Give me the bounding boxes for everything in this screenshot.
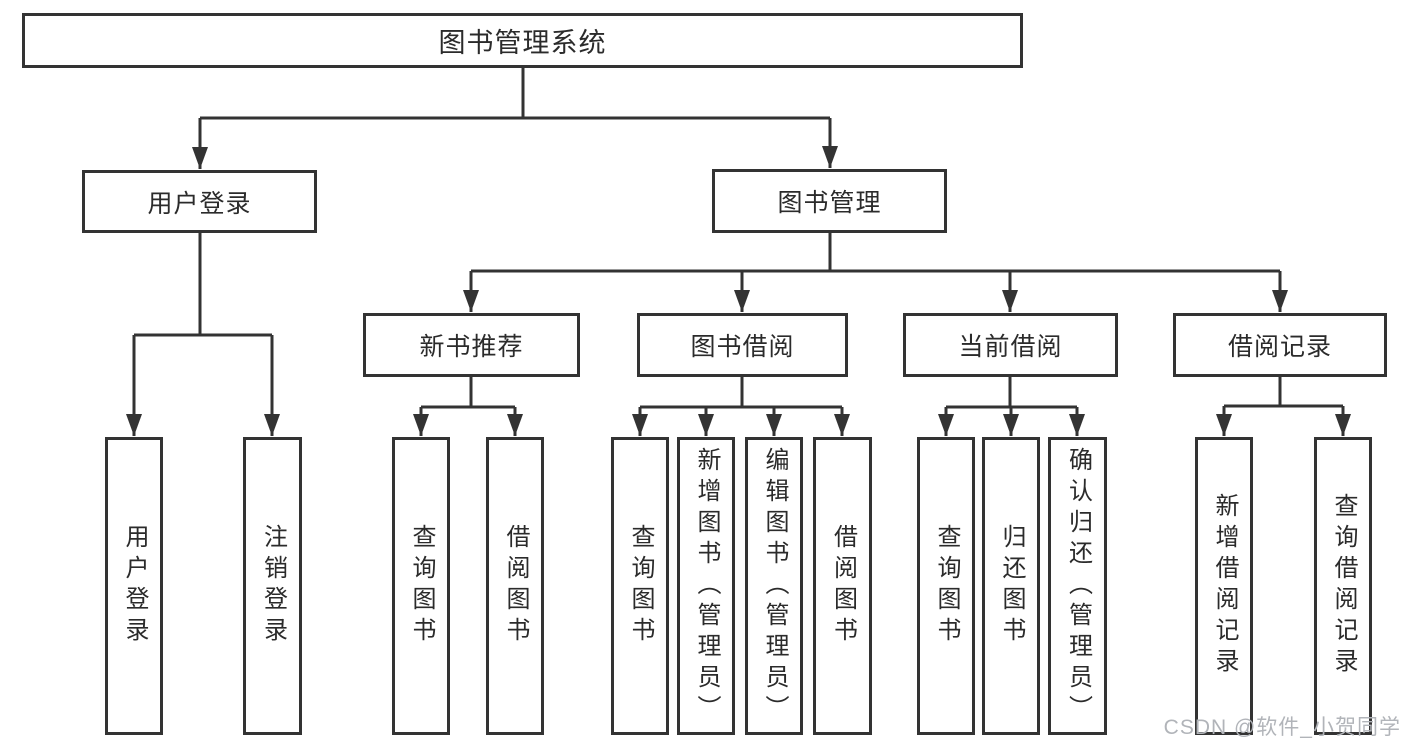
connector-new-rec-children <box>413 377 523 436</box>
connector-book-borrow-children <box>632 377 850 436</box>
leaf-query-books-recommendation: 查询图书 <box>392 437 450 735</box>
leaf-query-borrowing-record: 查询借阅记录 <box>1314 437 1372 735</box>
node-label: 图书管理系统 <box>438 28 607 58</box>
leaf-query-books-borrowing: 查询图书 <box>611 437 669 735</box>
leaf-label: 用户登录 <box>121 524 148 648</box>
node-label: 新书推荐 <box>419 333 524 361</box>
leaf-borrow-books-recommendation: 借阅图书 <box>486 437 544 735</box>
leaf-label: 注销登录 <box>259 524 287 648</box>
node-label: 图书管理 <box>777 189 882 217</box>
node-borrowing-records: 借阅记录 <box>1173 313 1387 377</box>
leaf-label: 确认归还（管理员） <box>1064 446 1092 726</box>
connector-root-to-level1 <box>192 68 838 169</box>
node-label: 用户登录 <box>147 189 252 218</box>
connector-current-borrow-children <box>938 377 1085 436</box>
connector-borrow-records-children <box>1216 377 1351 436</box>
leaf-add-books-admin: 新增图书（管理员） <box>677 437 735 735</box>
node-current-borrowing: 当前借阅 <box>903 313 1118 377</box>
leaf-label: 新增图书（管理员） <box>693 446 720 726</box>
leaf-label: 借阅图书 <box>829 524 857 648</box>
leaf-label: 归还图书 <box>998 524 1025 648</box>
leaf-return-books: 归还图书 <box>982 437 1040 735</box>
connector-book-mgmt-children <box>463 233 1288 312</box>
connector-user-login-children <box>126 233 280 436</box>
node-label: 图书借阅 <box>690 333 795 361</box>
leaf-borrow-books-borrowing: 借阅图书 <box>813 437 872 735</box>
node-library-management-system: 图书管理系统 <box>22 13 1023 68</box>
leaf-label: 查询图书 <box>933 524 960 648</box>
leaf-user-login: 用户登录 <box>105 437 163 735</box>
leaf-label: 查询借阅记录 <box>1330 493 1357 679</box>
leaf-edit-books-admin: 编辑图书（管理员） <box>745 437 803 735</box>
node-user-login: 用户登录 <box>82 170 317 233</box>
node-label: 借阅记录 <box>1227 333 1332 361</box>
leaf-logout: 注销登录 <box>243 437 302 735</box>
leaf-query-books-current: 查询图书 <box>917 437 975 735</box>
node-new-book-recommendation: 新书推荐 <box>363 313 580 377</box>
leaf-label: 新增借阅记录 <box>1211 493 1238 679</box>
leaf-label: 编辑图书（管理员） <box>761 446 788 726</box>
leaf-label: 借阅图书 <box>502 524 529 648</box>
node-label: 当前借阅 <box>958 333 1063 361</box>
leaf-confirm-return-admin: 确认归还（管理员） <box>1048 437 1107 735</box>
node-book-borrowing: 图书借阅 <box>637 313 848 377</box>
leaf-label: 查询图书 <box>408 524 435 648</box>
node-book-management: 图书管理 <box>712 169 947 233</box>
leaf-add-borrowing-record: 新增借阅记录 <box>1195 437 1253 735</box>
leaf-label: 查询图书 <box>627 524 654 648</box>
